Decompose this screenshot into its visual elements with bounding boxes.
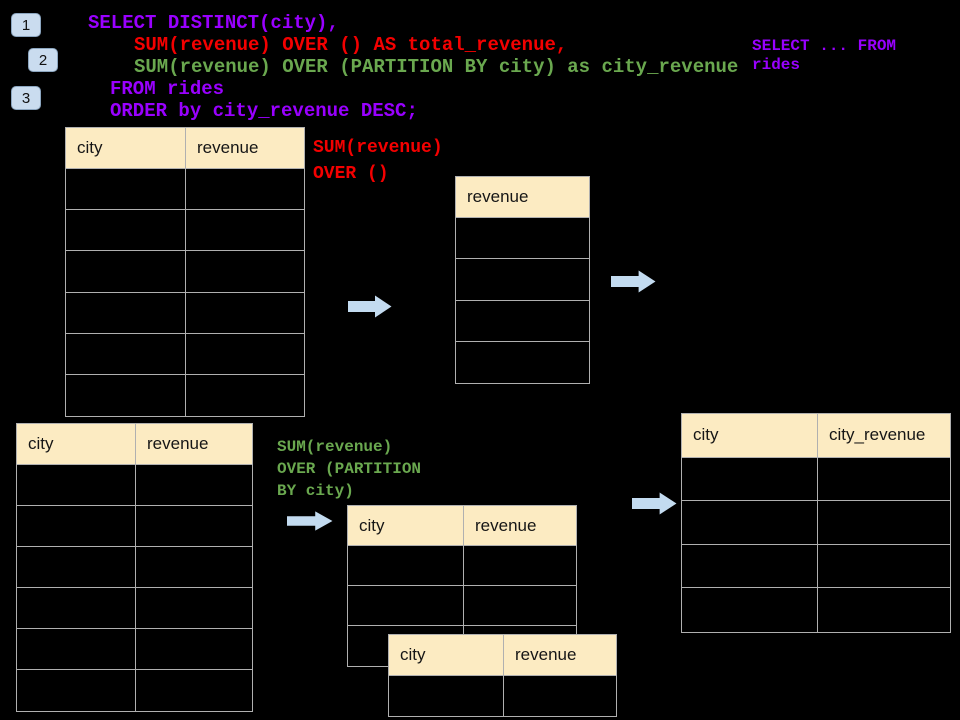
empty-cell bbox=[136, 506, 252, 547]
empty-cell bbox=[136, 465, 252, 506]
empty-cell bbox=[504, 676, 616, 717]
empty-cell bbox=[136, 629, 252, 670]
column-header-city: city bbox=[17, 424, 136, 465]
column-header-revenue: revenue bbox=[464, 506, 576, 546]
empty-cell bbox=[818, 501, 950, 545]
empty-cell bbox=[456, 301, 589, 342]
column-header-city: city bbox=[389, 635, 504, 676]
empty-cell bbox=[66, 292, 186, 334]
empty-cell bbox=[186, 169, 304, 211]
empty-cell bbox=[17, 588, 136, 629]
total-revenue-note-line-1: SUM(revenue) bbox=[313, 138, 443, 158]
sql-city-revenue-line: SUM(revenue) OVER (PARTITION BY city) as… bbox=[134, 56, 739, 78]
step-1-badge: 1 bbox=[11, 13, 41, 37]
column-header-revenue: revenue bbox=[186, 128, 304, 170]
empty-cell bbox=[66, 210, 186, 252]
empty-cell bbox=[186, 251, 304, 293]
step-2-badge: 2 bbox=[28, 48, 58, 72]
empty-cell bbox=[136, 547, 252, 588]
empty-cell bbox=[682, 457, 818, 502]
empty-cell bbox=[136, 670, 252, 711]
column-header-revenue: revenue bbox=[456, 177, 589, 219]
empty-cell bbox=[17, 547, 136, 588]
step-3-badge: 3 bbox=[11, 86, 41, 110]
flow-arrow-to-partitions bbox=[287, 511, 333, 531]
empty-cell bbox=[818, 458, 950, 502]
empty-cell bbox=[456, 342, 589, 383]
empty-cell bbox=[348, 546, 464, 586]
total-revenue-note-line-2: OVER () bbox=[313, 164, 389, 184]
empty-cell bbox=[186, 334, 304, 375]
empty-cell bbox=[464, 586, 576, 626]
sql-select-line: SELECT DISTINCT(city), bbox=[88, 12, 339, 34]
empty-cell bbox=[136, 588, 252, 629]
column-header-revenue: revenue bbox=[136, 424, 252, 465]
empty-cell bbox=[17, 506, 136, 547]
empty-cell bbox=[818, 588, 950, 632]
empty-cell bbox=[464, 546, 576, 586]
empty-cell bbox=[66, 169, 186, 211]
sql-total-revenue-line: SUM(revenue) OVER () AS total_revenue, bbox=[134, 34, 568, 56]
empty-cell bbox=[17, 465, 136, 506]
empty-cell bbox=[682, 501, 818, 545]
empty-cell bbox=[66, 251, 186, 293]
empty-cell bbox=[17, 670, 136, 711]
sql-order-by-line: ORDER by city_revenue DESC; bbox=[110, 100, 418, 122]
empty-cell bbox=[348, 586, 464, 626]
empty-cell bbox=[389, 675, 504, 716]
empty-cell bbox=[818, 545, 950, 589]
select-from-note-line-1: SELECT ... FROM bbox=[752, 37, 897, 55]
empty-cell bbox=[682, 588, 818, 632]
flow-arrow-to-city-revenue bbox=[632, 492, 677, 515]
empty-cell bbox=[456, 259, 589, 301]
empty-cell bbox=[66, 374, 186, 416]
empty-cell bbox=[186, 210, 304, 252]
column-header-revenue: revenue bbox=[504, 635, 616, 676]
empty-cell bbox=[682, 544, 818, 589]
flow-arrow-to-total-revenue bbox=[348, 295, 392, 318]
flow-arrow-from-total-revenue bbox=[611, 270, 656, 293]
empty-cell bbox=[66, 333, 186, 375]
column-header-city_revenue: city_revenue bbox=[818, 414, 950, 458]
sql-from-line: FROM rides bbox=[110, 78, 225, 100]
column-header-city: city bbox=[348, 506, 464, 546]
total-revenue-result-table: revenue bbox=[455, 176, 590, 384]
select-from-note-line-2: rides bbox=[752, 56, 801, 74]
empty-cell bbox=[186, 375, 304, 416]
column-header-city: city bbox=[682, 414, 818, 458]
partition-note-line-3: BY city) bbox=[277, 482, 354, 500]
partition-note-line-1: SUM(revenue) bbox=[277, 438, 393, 456]
empty-cell bbox=[17, 629, 136, 670]
empty-cell bbox=[186, 293, 304, 334]
partition-note-line-2: OVER (PARTITION bbox=[277, 460, 422, 478]
empty-cell bbox=[456, 218, 589, 260]
column-header-city: city bbox=[66, 128, 186, 170]
